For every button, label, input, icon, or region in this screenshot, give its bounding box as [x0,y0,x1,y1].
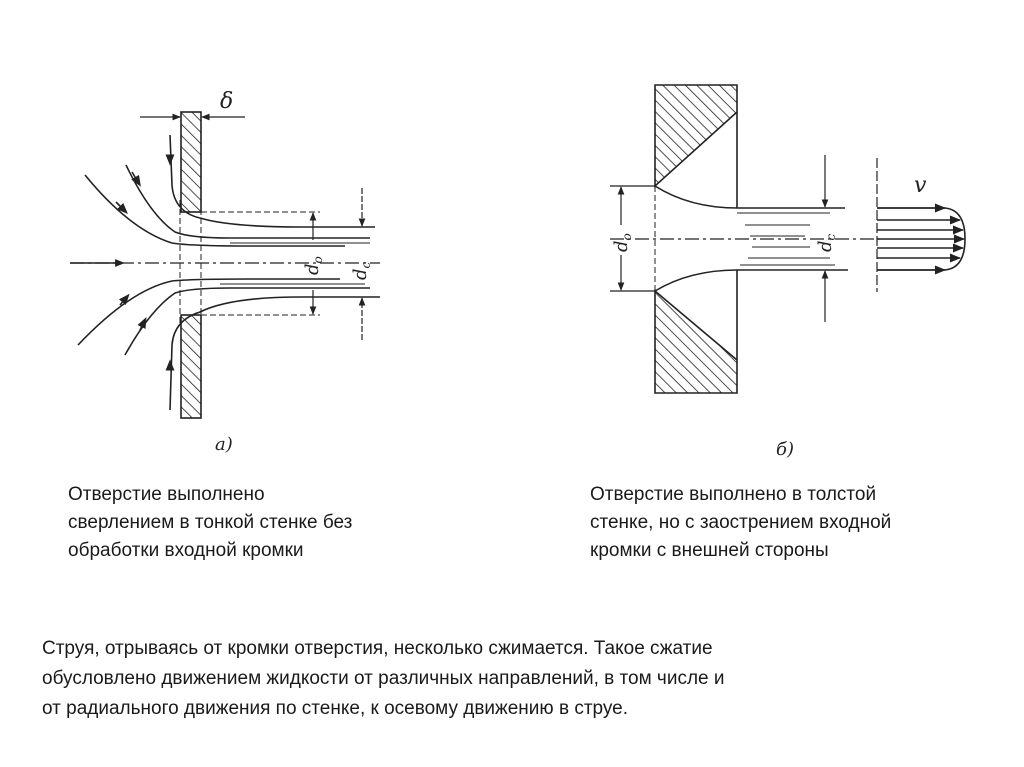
figure-b-diagram [610,84,966,394]
thick-wall-bottom [654,289,738,394]
explanation-line: обусловлено движением жидкости от различ… [42,668,725,689]
caption-line: Отверстие выполнено в толстой [590,484,877,505]
delta-label: δ [220,89,233,114]
explanation-text: Струя, отрываясь от кромки отверстия, не… [42,634,725,724]
svg-text:do: do [611,233,634,252]
svg-text:do: do [302,256,325,275]
thick-wall-top [654,84,738,188]
explanation-line: Струя, отрываясь от кромки отверстия, не… [42,638,713,659]
caption-line: Отверстие выполнено [68,484,265,505]
thin-wall-top [180,111,202,213]
svg-text:dc: dc [815,233,838,252]
figure-b-caption: Отверстие выполнено в толстой стенке, но… [590,481,891,565]
explanation-line: от радиального движения по стенке, к осе… [42,698,629,719]
dc-label-b: dc [815,233,838,252]
figure-a-diagram [70,111,380,419]
velocity-label: v [914,173,927,198]
caption-line: стенке, но с заострением входной [590,512,892,533]
svg-text:dc: dc [350,261,373,280]
thin-wall-bottom [180,314,202,419]
figure-a-caption: Отверстие выполнено сверлением в тонкой … [68,481,352,565]
caption-line: кромки с внешней стороны [590,540,829,561]
caption-line: обработки входной кромки [68,540,304,561]
d0-label-b: do [611,233,634,252]
figure-a-label: а) [215,434,233,455]
caption-line: сверлением в тонкой стенке без [68,512,353,533]
d0-label-a: do [302,256,325,275]
figure-b-label: б) [776,439,794,460]
dc-label-a: dc [350,261,373,280]
